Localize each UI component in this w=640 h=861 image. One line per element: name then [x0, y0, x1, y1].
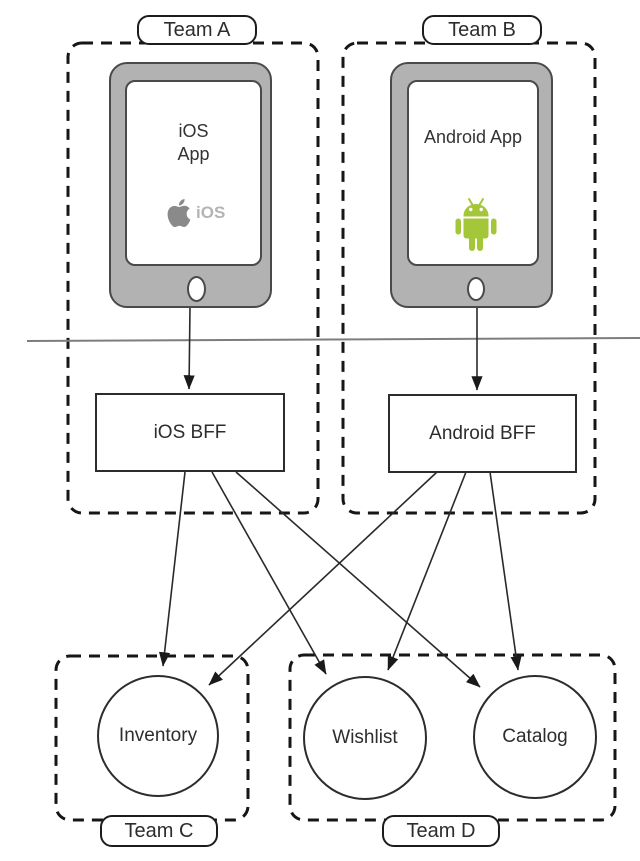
team-b-label: Team B: [448, 18, 516, 41]
ios-phone: iOS App iOS: [109, 62, 272, 308]
separator-line: [26, 337, 640, 342]
team-c-label-pill: Team C: [100, 815, 218, 847]
inventory-label: Inventory: [118, 725, 198, 746]
team-d-label-pill: Team D: [382, 815, 500, 847]
arrow-ios-app-to-ios-bff: [183, 306, 195, 390]
android-bff-box: Android BFF: [388, 394, 577, 473]
team-a-boundary: [66, 41, 320, 515]
android-robot-icon: [455, 198, 497, 251]
ios-bff-box: iOS BFF: [95, 393, 285, 472]
inventory-service-circle: Inventory: [97, 675, 219, 797]
ios-phone-screen: iOS App iOS: [125, 80, 262, 266]
catalog-label: Catalog: [502, 726, 568, 747]
android-app-title-text: Android App: [423, 127, 523, 147]
team-b-label-pill: Team B: [422, 15, 542, 45]
team-c-label: Team C: [124, 819, 194, 842]
ios-platform-badge: iOS: [165, 197, 225, 229]
android-phone-screen: Android App: [407, 80, 539, 266]
ios-app-title: iOS App: [127, 120, 260, 166]
home-button: [187, 276, 206, 302]
arrow-ios-bff-to-inventory: [158, 471, 186, 667]
ios-app-title-line2: App: [177, 144, 210, 164]
ios-app-title-line1: iOS: [178, 121, 209, 141]
android-bff-label: Android BFF: [429, 422, 536, 444]
wishlist-label: Wishlist: [332, 727, 398, 748]
team-b-boundary: [341, 41, 597, 515]
wishlist-service-circle: Wishlist: [303, 676, 427, 800]
android-phone: Android App: [390, 62, 553, 308]
apple-icon: [167, 199, 191, 227]
arrow-android-bff-to-wishlist: [387, 471, 467, 671]
team-a-label: Team A: [163, 18, 231, 41]
catalog-service-circle: Catalog: [473, 675, 597, 799]
ios-bff-label: iOS BFF: [153, 421, 227, 443]
team-a-label-pill: Team A: [137, 15, 257, 45]
ios-badge-text: iOS: [196, 203, 226, 222]
team-d-label: Team D: [406, 819, 476, 842]
team-d-boundary: [288, 653, 617, 822]
arrow-ios-bff-to-wishlist: [211, 471, 327, 675]
arrow-android-bff-to-inventory: [208, 471, 438, 686]
home-button: [467, 277, 485, 301]
android-app-title: Android App: [409, 126, 537, 149]
arrow-android-bff-to-catalog: [489, 471, 522, 671]
arrow-ios-bff-to-catalog: [235, 471, 481, 688]
